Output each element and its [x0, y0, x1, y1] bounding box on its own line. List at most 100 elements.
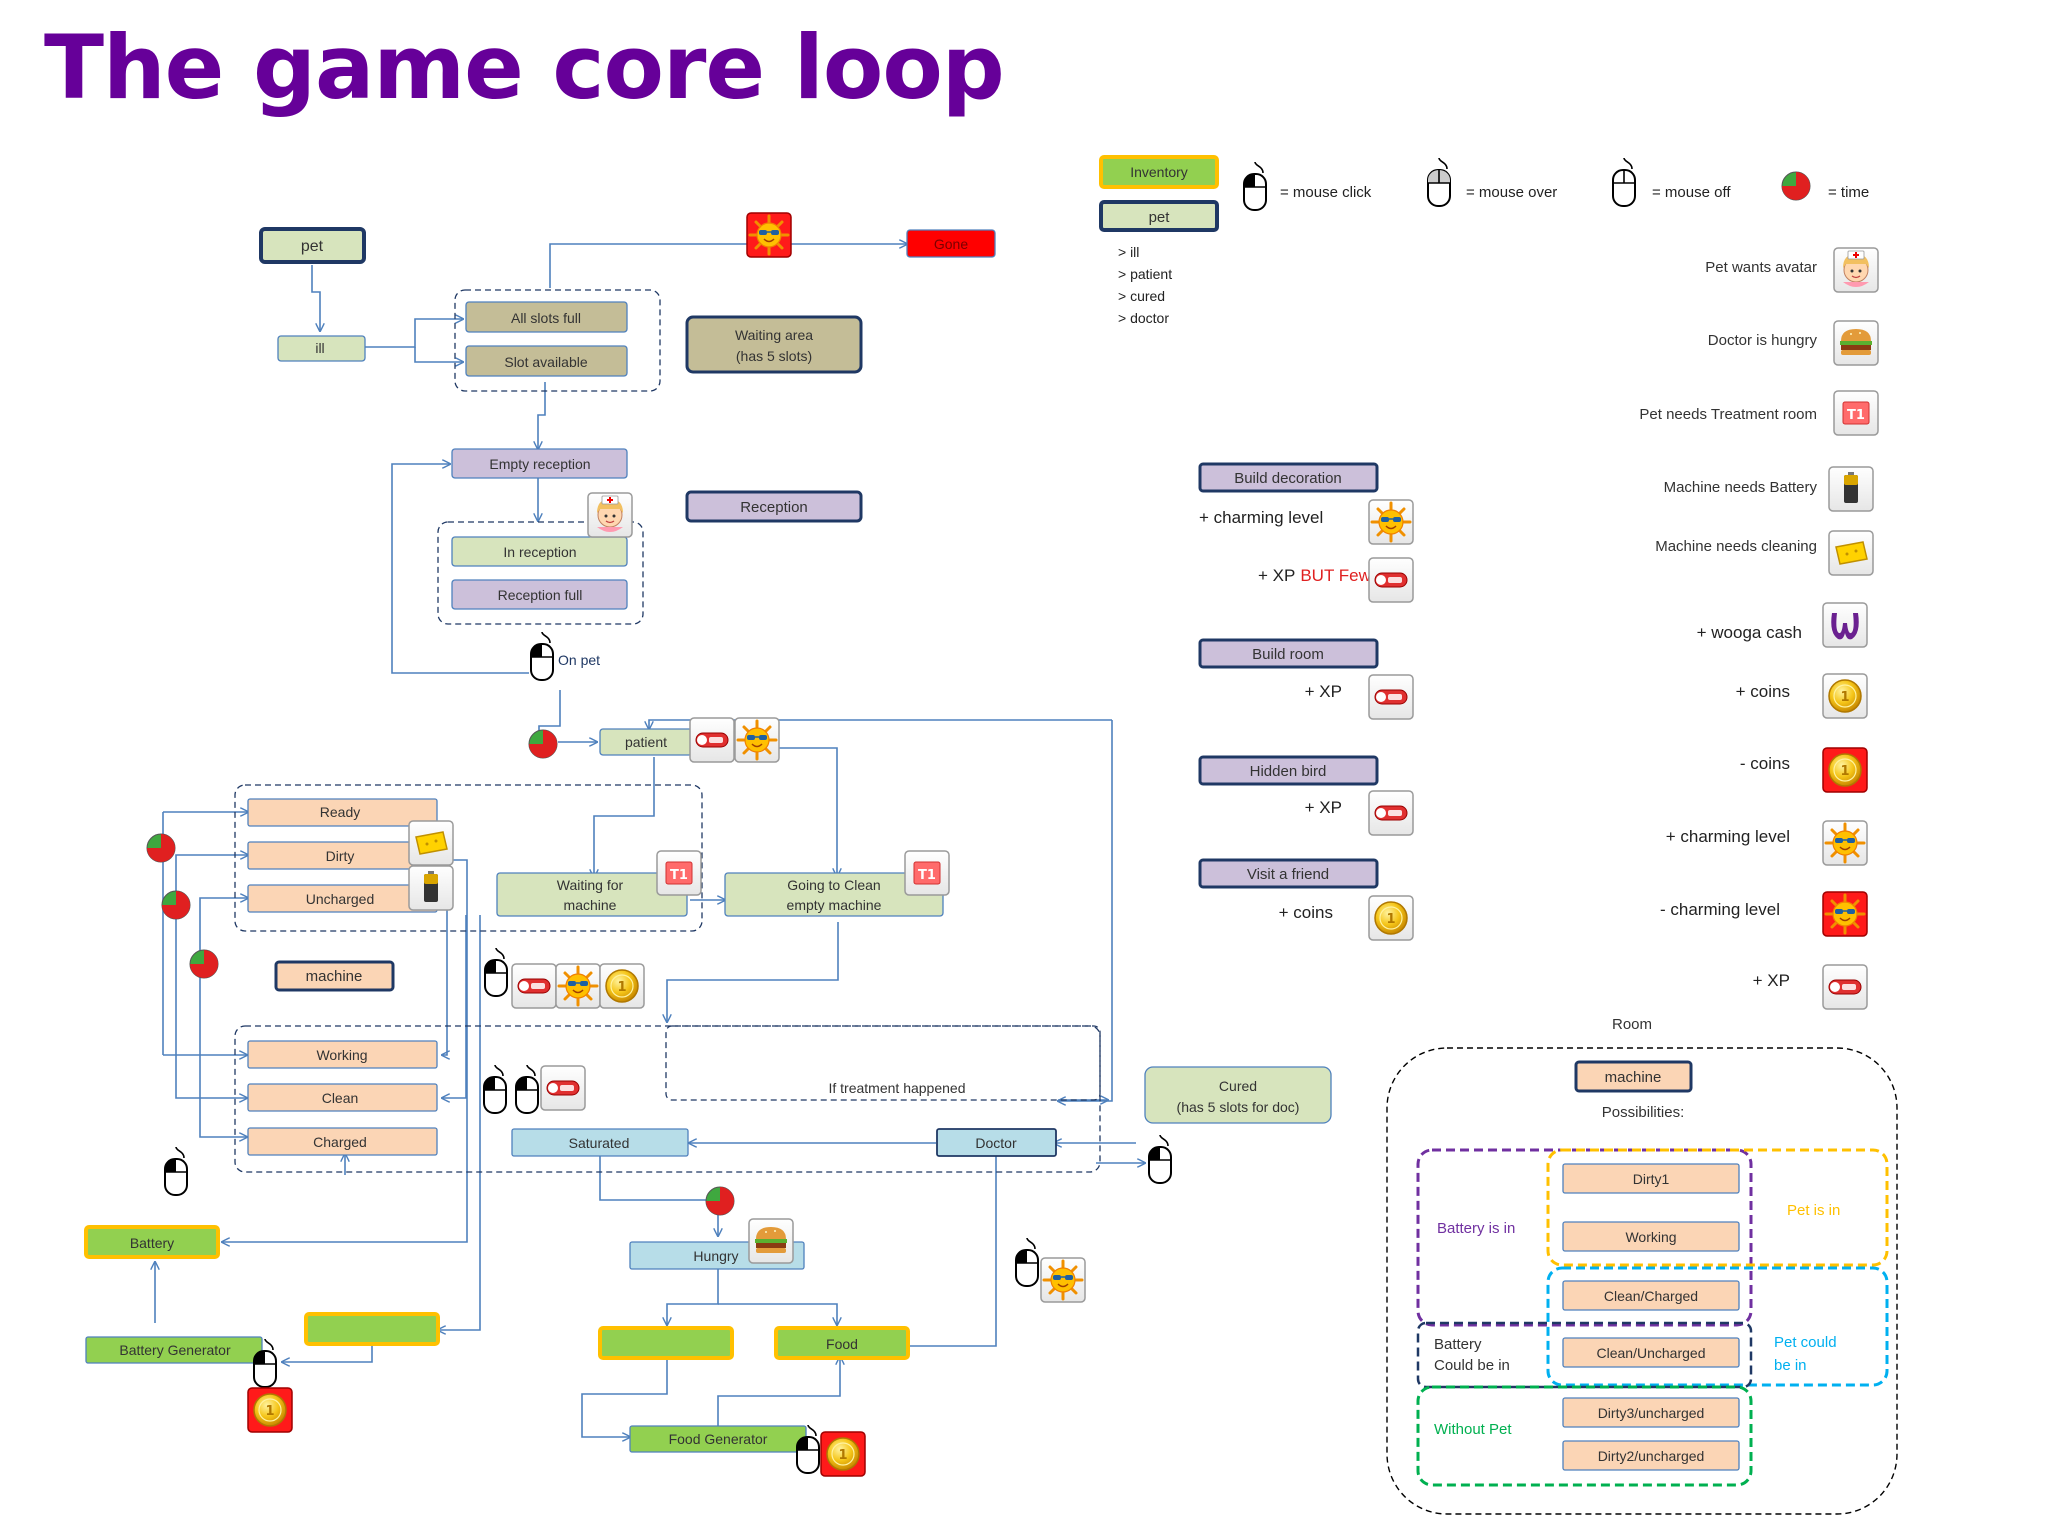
mouse-click-icon[interactable]: [483, 947, 508, 997]
legend-pet: pet: [1099, 200, 1219, 232]
node-waiting-area[interactable]: Waiting area (has 5 slots): [685, 315, 863, 374]
pet-is-in-region: [1546, 1148, 1889, 1267]
pet-could-be-in-region: [1546, 1266, 1889, 1387]
slot-available-label: Slot available: [504, 354, 587, 370]
action-build-decoration[interactable]: Build decoration: [1198, 462, 1379, 493]
empty-reception-label: Empty reception: [489, 456, 590, 472]
room-clean-charged[interactable]: Clean/Charged: [1562, 1280, 1740, 1311]
sun-icon: [1822, 820, 1868, 866]
room-clean-uncharged[interactable]: Clean/Uncharged: [1562, 1337, 1740, 1368]
node-patient[interactable]: patient: [599, 728, 693, 756]
node-charged[interactable]: Charged: [247, 1127, 438, 1156]
room-working[interactable]: Working: [1562, 1221, 1740, 1252]
room-dirty3[interactable]: Dirty3/uncharged: [1562, 1397, 1740, 1428]
node-reception-full[interactable]: Reception full: [451, 579, 628, 610]
legend-state-cured: > cured: [1118, 288, 1165, 304]
xp-icon: [1368, 790, 1414, 836]
mouse-click-icon[interactable]: [163, 1146, 188, 1196]
node-dirty[interactable]: Dirty: [247, 841, 438, 870]
room-dirty3-label: Dirty3/uncharged: [1598, 1405, 1705, 1421]
room-dirty1[interactable]: Dirty1: [1562, 1163, 1740, 1194]
node-battery-generator[interactable]: Battery Generator: [85, 1336, 263, 1364]
going-to-clean-sublabel: empty machine: [787, 897, 882, 913]
battery-icon: [408, 865, 454, 911]
icon-legend-label-1: Doctor is hungry: [1708, 332, 1818, 349]
room-machine-label: machine: [1605, 1069, 1662, 1086]
node-machine[interactable]: machine: [274, 960, 395, 992]
nodes: pet ill Gone All slots full Slot availab…: [84, 227, 1332, 1453]
xp-icon: [1368, 674, 1414, 720]
mouse-click-icon[interactable]: [529, 631, 554, 681]
node-reception[interactable]: Reception: [685, 490, 863, 523]
icon-legend-label-8: + charming level: [1666, 827, 1790, 846]
reception-label: Reception: [740, 499, 808, 516]
node-waiting-for-machine[interactable]: Waiting for machine: [496, 872, 688, 917]
burger-icon: [748, 1218, 794, 1264]
node-in-reception[interactable]: In reception: [451, 536, 628, 567]
pet-could-label: Pet could: [1774, 1334, 1837, 1351]
reception-group: [437, 521, 644, 625]
xp-icon: [1368, 557, 1414, 603]
time-icon: [705, 1186, 735, 1216]
charged-label: Charged: [313, 1134, 367, 1150]
xp-icon: [689, 717, 735, 763]
node-going-to-clean[interactable]: Going to Clean empty machine: [724, 872, 944, 917]
node-all-slots-full[interactable]: All slots full: [465, 301, 628, 333]
icon-legend: Pet wants avatar Doctor is hungry Pet ne…: [1639, 247, 1879, 1010]
node-clean[interactable]: Clean: [247, 1083, 438, 1112]
room-clean-uncharged-label: Clean/Uncharged: [1597, 1345, 1706, 1361]
time-icon: [528, 729, 558, 759]
but-few-label: BUT Few: [1300, 566, 1371, 585]
legend-mouse-off: = mouse off: [1652, 184, 1731, 201]
node-slot-available[interactable]: Slot available: [465, 345, 628, 377]
node-saturated[interactable]: Saturated: [511, 1128, 689, 1157]
mouse-click-icon[interactable]: [514, 1064, 539, 1114]
sponge-icon: [408, 820, 454, 866]
node-working[interactable]: Working: [247, 1040, 438, 1069]
pet-label: pet: [301, 238, 324, 255]
node-gone[interactable]: Gone: [906, 229, 996, 258]
room-machine[interactable]: machine: [1574, 1060, 1693, 1093]
room-possibilities: Possibilities:: [1602, 1104, 1685, 1121]
node-food-inventory[interactable]: [598, 1326, 734, 1360]
icon-legend-label-6: + coins: [1736, 682, 1790, 701]
legend-mouse-click: = mouse click: [1280, 184, 1372, 201]
mouse-click-icon: [1242, 161, 1267, 211]
action-visit-friend[interactable]: Visit a friend: [1198, 858, 1379, 889]
room-dirty2[interactable]: Dirty2/uncharged: [1562, 1440, 1740, 1471]
pet-is-in-label: Pet is in: [1787, 1202, 1840, 1219]
page-title: The game core loop: [44, 16, 1005, 119]
battery-could-sublabel: Could be in: [1434, 1357, 1510, 1374]
node-doctor[interactable]: Doctor: [936, 1128, 1057, 1157]
node-pet[interactable]: pet: [259, 227, 366, 264]
coin-icon: [1822, 673, 1868, 719]
node-battery-inventory[interactable]: [304, 1312, 440, 1346]
battery-could-label: Battery: [1434, 1336, 1482, 1353]
coin-icon: [1368, 895, 1414, 941]
waiting-area-sublabel: (has 5 slots): [736, 348, 812, 364]
t1-room-icon: [904, 850, 950, 896]
saturated-label: Saturated: [569, 1135, 630, 1151]
mouse-click-icon[interactable]: [1147, 1134, 1172, 1184]
node-uncharged[interactable]: Uncharged: [247, 884, 438, 913]
icon-legend-label-0: Pet wants avatar: [1705, 259, 1817, 276]
node-cured[interactable]: Cured (has 5 slots for doc): [1144, 1066, 1332, 1124]
node-food-generator[interactable]: Food Generator: [629, 1425, 807, 1453]
node-battery[interactable]: Battery: [84, 1225, 220, 1259]
mouse-click-icon[interactable]: [1014, 1237, 1039, 1287]
node-empty-reception[interactable]: Empty reception: [451, 448, 628, 479]
nurse-icon: [1833, 247, 1879, 293]
node-ready[interactable]: Ready: [247, 798, 438, 827]
time-icon: [161, 890, 191, 920]
action-hidden-bird[interactable]: Hidden bird: [1198, 755, 1379, 786]
node-food[interactable]: Food: [774, 1326, 910, 1360]
sun-icon: [734, 717, 780, 763]
mouse-click-icon[interactable]: [482, 1064, 507, 1114]
legend-state-ill: > ill: [1118, 244, 1139, 260]
node-ill[interactable]: ill: [277, 335, 366, 362]
sun-icon: [555, 963, 601, 1009]
action-build-room[interactable]: Build room: [1198, 638, 1379, 669]
dashed-groups: [234, 289, 1101, 1173]
